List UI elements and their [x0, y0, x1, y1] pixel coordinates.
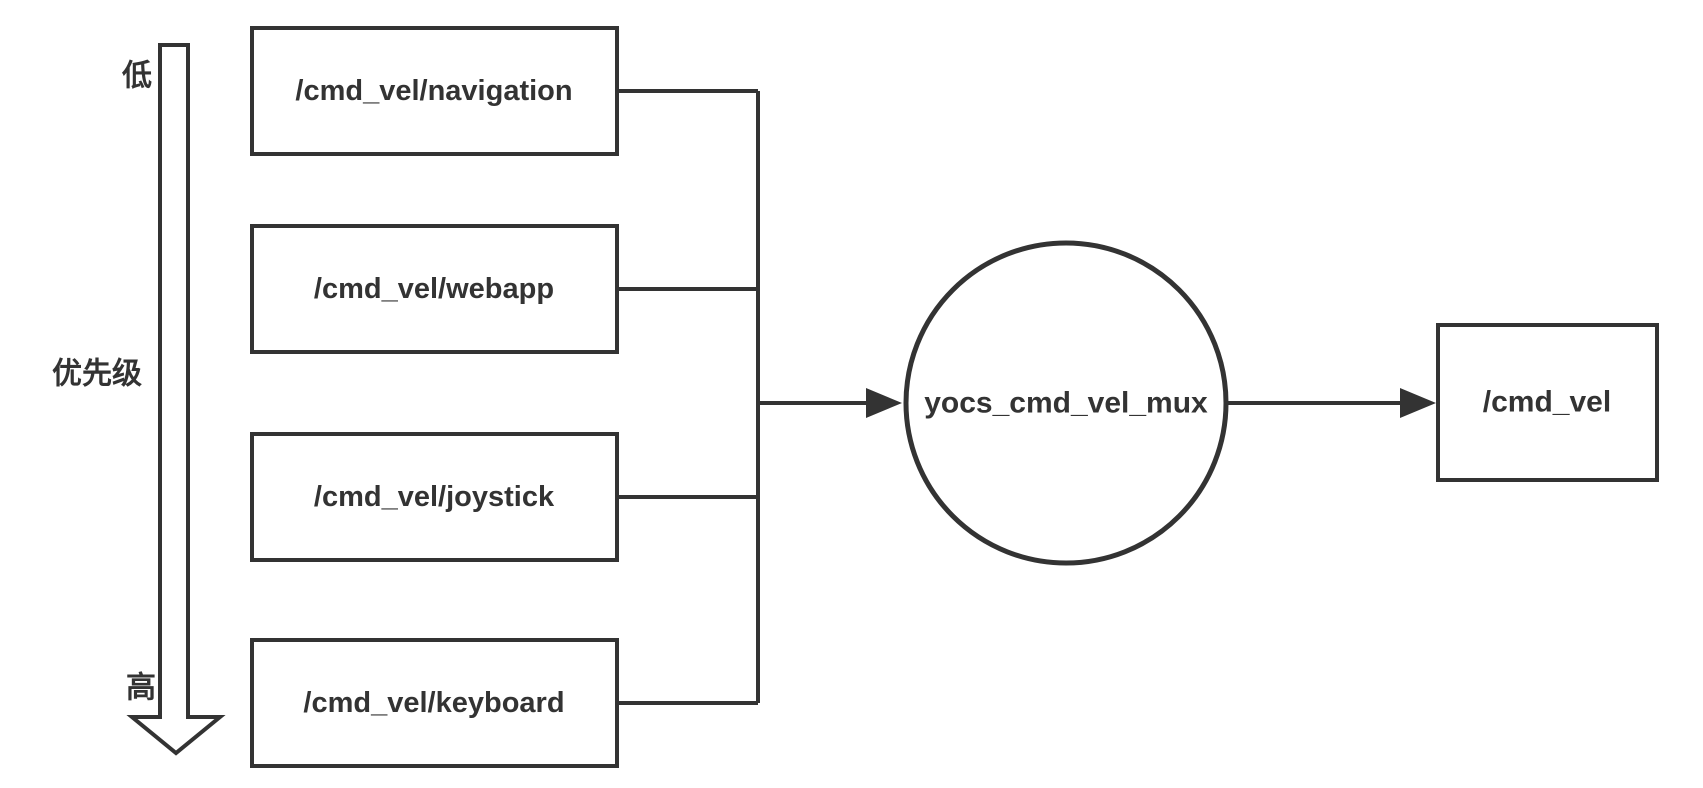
source-box-keyboard: /cmd_vel/keyboard	[250, 638, 619, 768]
priority-high-label: 高	[126, 672, 156, 705]
source-box-navigation: /cmd_vel/navigation	[250, 26, 619, 156]
priority-axis-label: 优先级	[52, 358, 142, 391]
source-label-webapp: /cmd_vel/webapp	[314, 273, 554, 305]
mux-node: yocs_cmd_vel_mux	[903, 240, 1229, 566]
mux-input-arrowhead-icon	[866, 388, 902, 418]
priority-low-label: 低	[121, 60, 152, 93]
output-box: /cmd_vel	[1436, 323, 1659, 482]
source-label-navigation: /cmd_vel/navigation	[295, 75, 572, 107]
source-box-webapp: /cmd_vel/webapp	[250, 224, 619, 354]
source-box-joystick: /cmd_vel/joystick	[250, 432, 619, 562]
source-label-keyboard: /cmd_vel/keyboard	[303, 687, 564, 719]
source-label-joystick: /cmd_vel/joystick	[314, 481, 555, 513]
priority-down-arrow-icon	[126, 43, 226, 756]
mux-node-label: yocs_cmd_vel_mux	[924, 387, 1208, 420]
mux-output-arrowhead-icon	[1400, 388, 1436, 418]
output-label: /cmd_vel	[1483, 386, 1611, 419]
